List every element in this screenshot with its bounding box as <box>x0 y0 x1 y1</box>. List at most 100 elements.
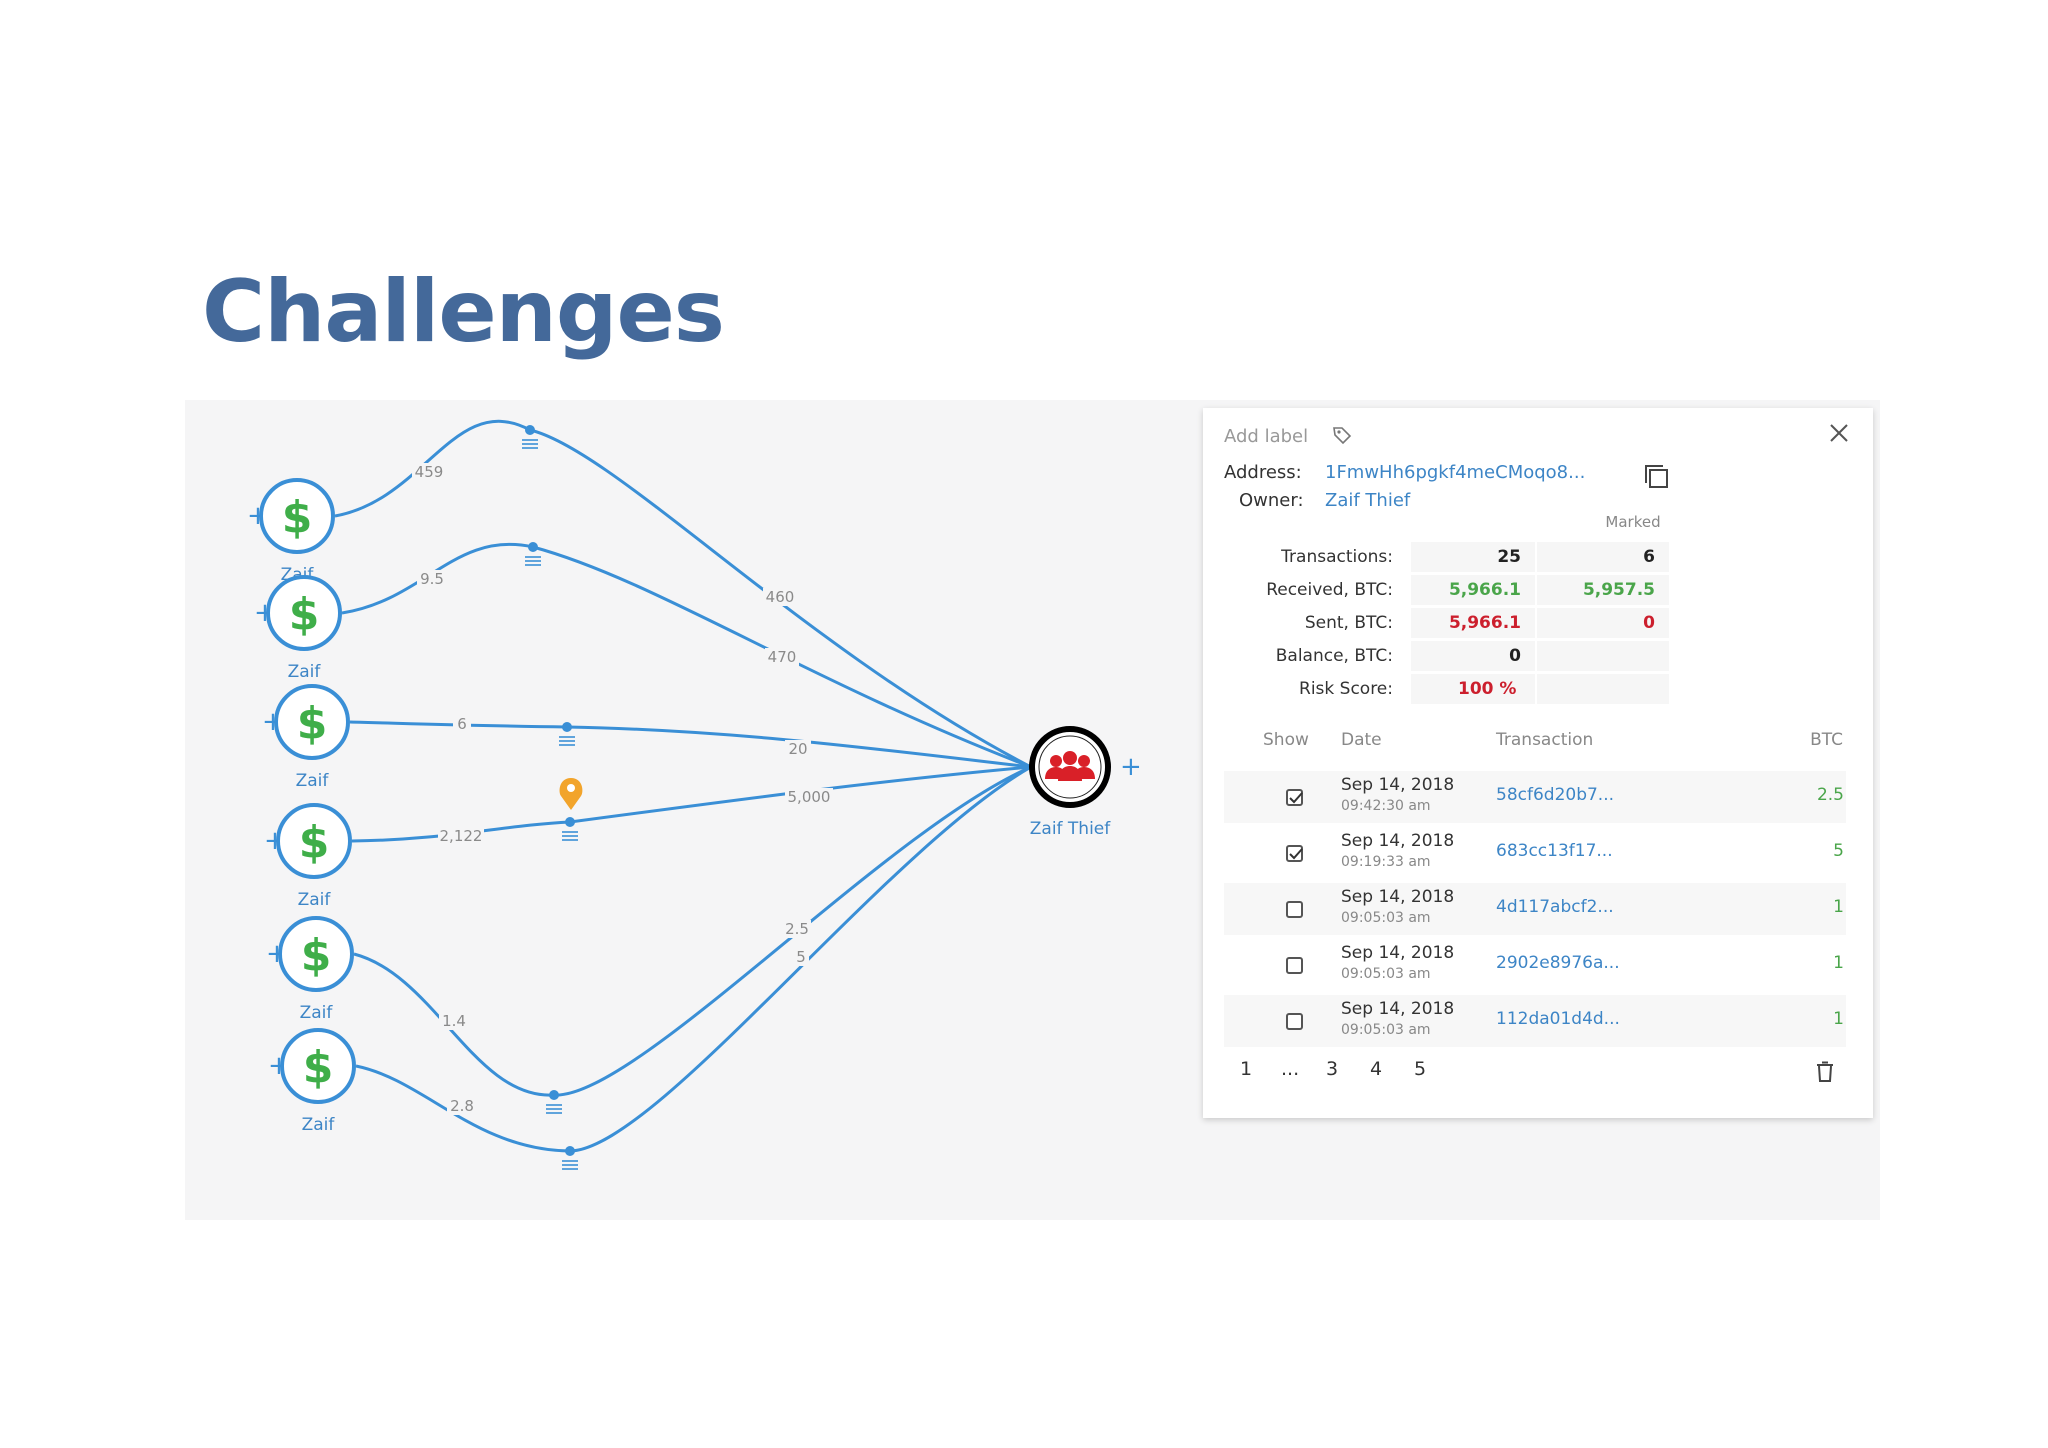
menu-icon <box>522 439 538 449</box>
node-label: Zaif <box>302 1115 336 1135</box>
stat-row-transactions: Transactions: 25 6 <box>1203 542 1873 572</box>
tx-date: Sep 14, 2018 <box>1341 999 1455 1019</box>
node-label: Zaif <box>298 890 332 910</box>
close-icon[interactable] <box>1828 422 1850 448</box>
dollar-icon: $ <box>299 817 330 868</box>
page-ellipsis[interactable]: ... <box>1281 1058 1300 1080</box>
transaction-graph[interactable]: 459 9.5 6 2,122 1.4 2.8 460 470 20 5,000… <box>185 400 1345 1220</box>
show-checkbox-checked[interactable] <box>1286 845 1303 862</box>
stat-row-sent: Sent, BTC: 5,966.1 0 <box>1203 608 1873 638</box>
add-label-button[interactable]: Add label <box>1224 426 1309 447</box>
column-header-btc[interactable]: BTC <box>1810 730 1843 750</box>
tx-btc: 5 <box>1833 841 1844 861</box>
page-button-4[interactable]: 4 <box>1370 1058 1383 1080</box>
edge-hub-6-target <box>569 765 1032 1153</box>
source-node-zaif[interactable]: + $ Zaif <box>262 684 350 791</box>
column-header-transaction[interactable]: Transaction <box>1496 730 1594 750</box>
stat-marked: 6 <box>1537 542 1669 572</box>
group-users-icon <box>1045 751 1095 781</box>
tx-hash-link[interactable]: 2902e8976a... <box>1496 953 1620 973</box>
show-checkbox[interactable] <box>1286 957 1303 974</box>
target-node-zaif-thief[interactable]: + Zaif Thief <box>1029 726 1142 839</box>
table-row[interactable]: Sep 14, 2018 09:05:03 am 2902e8976a... 1 <box>1224 939 1846 991</box>
tx-time: 09:05:03 am <box>1341 1022 1431 1038</box>
tx-btc: 1 <box>1833 953 1844 973</box>
table-row[interactable]: Sep 14, 2018 09:05:03 am 4d117abcf2... 1 <box>1224 883 1846 935</box>
menu-icon <box>562 1160 578 1170</box>
source-node-zaif[interactable]: + $ Zaif <box>264 803 352 910</box>
stat-total: 0 <box>1411 641 1535 671</box>
expand-plus-icon: + <box>1120 752 1142 782</box>
menu-icon <box>546 1104 562 1114</box>
tx-hash-link[interactable]: 112da01d4d... <box>1496 1009 1620 1029</box>
edge-hub-2-target <box>532 545 1032 769</box>
tx-hash-link[interactable]: 58cf6d20b7... <box>1496 785 1615 805</box>
node-label: Zaif <box>288 662 322 682</box>
dollar-icon: $ <box>303 1042 334 1093</box>
node-label: Zaif <box>300 1003 334 1023</box>
tx-hash-link[interactable]: 683cc13f17... <box>1496 841 1613 861</box>
edge-hub-5-target <box>553 765 1032 1097</box>
owner-key: Owner: <box>1239 490 1304 511</box>
column-header-show[interactable]: Show <box>1263 730 1309 750</box>
stat-marked: 0 <box>1537 608 1669 638</box>
edge-label: 460 <box>766 588 795 606</box>
stat-label: Transactions: <box>1281 547 1393 567</box>
stat-total: 25 <box>1411 542 1535 572</box>
dollar-icon: $ <box>297 698 328 749</box>
trash-icon[interactable] <box>1815 1061 1835 1087</box>
column-header-date[interactable]: Date <box>1341 730 1382 750</box>
tx-date: Sep 14, 2018 <box>1341 775 1455 795</box>
edge-label: 2.5 <box>785 920 809 938</box>
page-button-1[interactable]: 1 <box>1240 1058 1253 1080</box>
node-label: Zaif Thief <box>1030 819 1112 839</box>
show-checkbox[interactable] <box>1286 1013 1303 1030</box>
dollar-icon: $ <box>301 930 332 981</box>
tag-icon[interactable] <box>1331 424 1353 450</box>
dollar-icon: $ <box>282 492 313 543</box>
edge-label: 9.5 <box>420 570 444 588</box>
source-node-zaif[interactable]: + $ Zaif <box>247 478 335 585</box>
edge-label: 6 <box>457 715 467 733</box>
table-row[interactable]: Sep 14, 2018 09:19:33 am 683cc13f17... 5 <box>1224 827 1846 879</box>
tx-time: 09:05:03 am <box>1341 910 1431 926</box>
slide-title: Challenges <box>202 262 725 362</box>
table-row[interactable]: Sep 14, 2018 09:05:03 am 112da01d4d... 1 <box>1224 995 1846 1047</box>
source-node-zaif[interactable]: + $ Zaif <box>268 1028 356 1135</box>
stat-label: Risk Score: <box>1299 679 1393 699</box>
stat-label: Sent, BTC: <box>1304 613 1393 633</box>
tx-date: Sep 14, 2018 <box>1341 887 1455 907</box>
source-node-zaif[interactable]: + $ Zaif <box>254 575 342 682</box>
edge-label: 20 <box>788 740 807 758</box>
stat-marked <box>1537 674 1669 704</box>
page-button-3[interactable]: 3 <box>1326 1058 1339 1080</box>
tx-date: Sep 14, 2018 <box>1341 831 1455 851</box>
show-checkbox[interactable] <box>1286 901 1303 918</box>
edge-zaif-5-hub <box>353 952 555 1097</box>
edge-label: 470 <box>768 648 797 666</box>
table-row[interactable]: Sep 14, 2018 09:42:30 am 58cf6d20b7... 2… <box>1224 771 1846 823</box>
address-value[interactable]: 1FmwHh6pgkf4meCMoqo8... <box>1325 462 1586 483</box>
dollar-icon: $ <box>289 589 320 640</box>
location-pin-icon <box>559 778 583 810</box>
tx-time: 09:19:33 am <box>1341 854 1431 870</box>
stat-row-received: Received, BTC: 5,966.1 5,957.5 <box>1203 575 1873 605</box>
edge-label: 2,122 <box>440 827 483 845</box>
copy-icon[interactable] <box>1643 464 1671 494</box>
stat-row-balance: Balance, BTC: 0 <box>1203 641 1873 671</box>
menu-icon <box>559 736 575 746</box>
tx-hash-link[interactable]: 4d117abcf2... <box>1496 897 1614 917</box>
stat-row-risk-score: Risk Score: 100 % <box>1203 674 1873 704</box>
stat-total: 5,966.1 <box>1411 575 1535 605</box>
tx-btc: 1 <box>1833 897 1844 917</box>
stat-label: Received, BTC: <box>1266 580 1393 600</box>
edge-label: 2.8 <box>450 1097 474 1115</box>
edge-hub-1-target <box>529 428 1032 769</box>
edge-zaif-2-hub <box>341 542 534 615</box>
show-checkbox-checked[interactable] <box>1286 789 1303 806</box>
address-key: Address: <box>1224 462 1302 483</box>
page-button-5[interactable]: 5 <box>1414 1058 1427 1080</box>
source-node-zaif[interactable]: + $ Zaif <box>266 916 354 1023</box>
stat-total: 100 % <box>1411 674 1535 704</box>
owner-value[interactable]: Zaif Thief <box>1325 490 1411 511</box>
